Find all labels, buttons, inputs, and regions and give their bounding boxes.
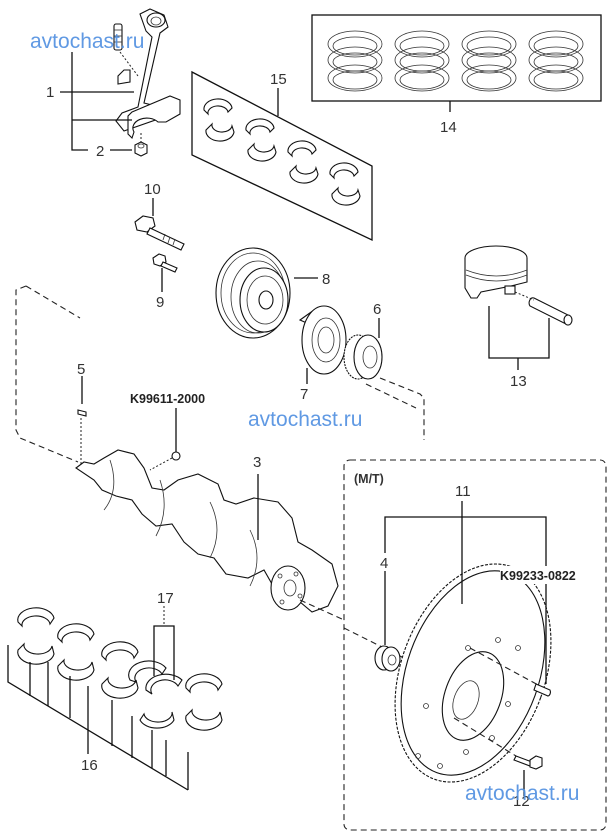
part-code-crank-plug[interactable]: K99611-2000 [130,392,205,406]
callout-13[interactable]: 13 [510,373,527,390]
rod-nut-part[interactable] [134,141,148,157]
rod-bearing-card [191,70,373,242]
mt-group-box [343,459,607,831]
group-label-mt: (M/T) [354,472,384,486]
woodruff-key-part[interactable] [77,409,87,417]
timing-pulley-part[interactable] [343,334,383,380]
piston-pin-part[interactable] [528,297,573,326]
callout-10[interactable]: 10 [144,181,161,198]
callout-4[interactable]: 4 [380,555,388,572]
flywheel-dowel-pin-part[interactable] [533,683,551,697]
callout-3[interactable]: 3 [253,454,261,471]
flywheel-part[interactable] [367,542,580,804]
watermark: avtochast.ru [248,408,363,431]
callout-17[interactable]: 17 [157,590,174,607]
thrust-bearing-part[interactable] [128,660,183,729]
callout-8[interactable]: 8 [322,271,330,288]
crankshaft-part[interactable] [75,449,339,613]
flywheel-bolt-part[interactable] [513,755,543,770]
crankshaft-pulley-part[interactable] [215,247,291,339]
callout-16[interactable]: 16 [81,757,98,774]
pulley-plate-part[interactable] [298,305,347,375]
callout-2[interactable]: 2 [96,143,104,160]
watermark: avtochast.ru [465,782,580,805]
callout-5[interactable]: 5 [77,361,85,378]
part-code-flywheel-pin[interactable]: K99233-0822 [500,569,576,583]
callout-14[interactable]: 14 [440,119,457,136]
pilot-bearing-part[interactable] [374,645,401,672]
piston-ring-set-part[interactable] [327,30,584,92]
callout-11[interactable]: 11 [455,483,471,500]
watermark: avtochast.ru [30,30,145,53]
piston-part[interactable] [464,245,528,299]
main-bearing-set-part[interactable] [17,607,223,731]
pulley-bolt-part[interactable] [152,253,178,273]
callout-15[interactable]: 15 [270,71,287,88]
callout-1[interactable]: 1 [46,84,54,101]
callout-7[interactable]: 7 [300,386,308,403]
crank-bolt-part[interactable] [134,215,185,251]
connecting-rod-part[interactable] [113,8,181,143]
callout-9[interactable]: 9 [156,294,164,311]
callout-6[interactable]: 6 [373,301,381,318]
rod-bearing-set-part[interactable] [203,98,361,206]
piston-ring-box [311,14,602,102]
callout-12[interactable]: 12 [513,793,530,810]
